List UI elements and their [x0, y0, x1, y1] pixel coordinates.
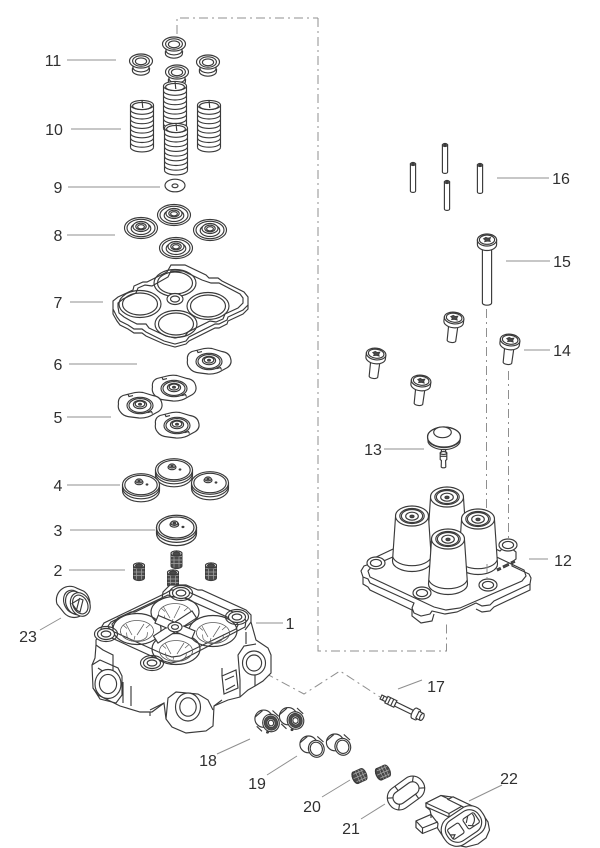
svg-text:4: 4 — [54, 478, 63, 495]
svg-text:10: 10 — [45, 122, 63, 139]
svg-text:21: 21 — [342, 821, 360, 838]
svg-text:16: 16 — [552, 171, 570, 188]
svg-text:13: 13 — [364, 442, 382, 459]
svg-text:8: 8 — [54, 228, 63, 245]
svg-text:18: 18 — [199, 753, 217, 770]
svg-text:17: 17 — [427, 679, 445, 696]
svg-text:12: 12 — [554, 553, 572, 570]
svg-text:5: 5 — [54, 410, 63, 427]
svg-text:3: 3 — [54, 523, 63, 540]
svg-text:2: 2 — [54, 563, 63, 580]
svg-text:9: 9 — [54, 180, 63, 197]
svg-text:22: 22 — [500, 771, 518, 788]
svg-text:15: 15 — [553, 254, 571, 271]
svg-text:23: 23 — [19, 629, 37, 646]
svg-text:11: 11 — [45, 53, 62, 70]
svg-text:19: 19 — [248, 776, 266, 793]
svg-text:14: 14 — [553, 343, 571, 360]
svg-text:7: 7 — [54, 295, 63, 312]
svg-text:20: 20 — [303, 799, 321, 816]
svg-text:6: 6 — [54, 357, 63, 374]
svg-text:1: 1 — [286, 616, 295, 633]
